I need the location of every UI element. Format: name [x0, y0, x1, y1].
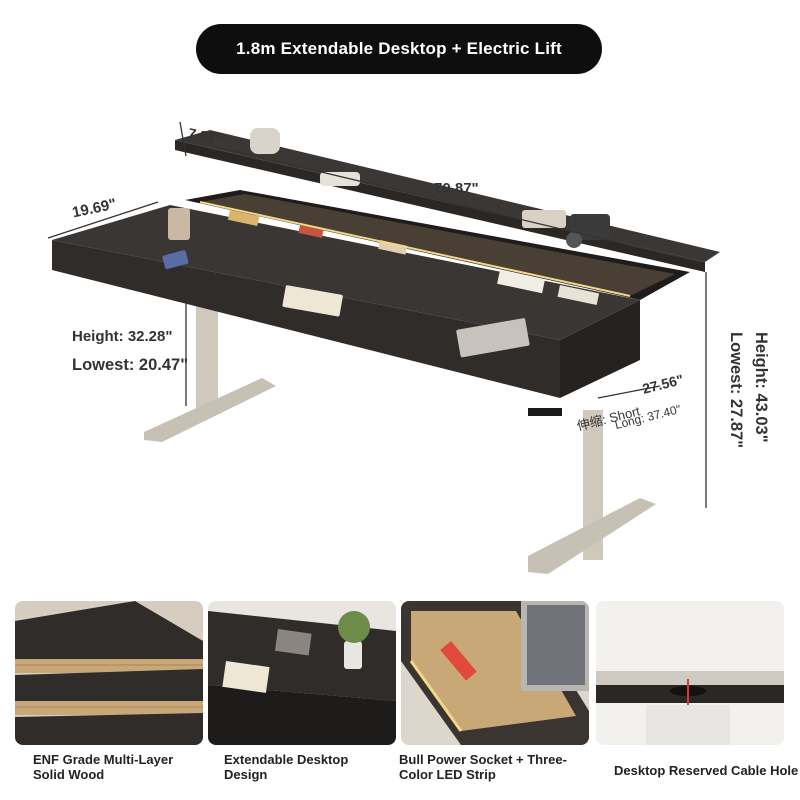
- total-height-label: Height: 43.03": [752, 332, 770, 443]
- lift-lowest-label: Lowest: 20.47": [72, 356, 189, 374]
- feature-image-plywood: [15, 601, 203, 745]
- total-lowest-label: Lowest: 27.87": [727, 332, 745, 449]
- feature-caption-power-socket: Bull Power Socket + Three-Color LED Stri…: [399, 752, 567, 782]
- dimension-lines: [47, 121, 707, 508]
- desk-illustration: [47, 121, 720, 574]
- extended-desk-icon: [208, 601, 396, 745]
- right-leg: [528, 410, 656, 574]
- desk-items: [162, 208, 562, 416]
- cable-hole-icon: [596, 601, 784, 745]
- feature-image-extendable: [208, 601, 396, 745]
- feature-image-cable-hole: [596, 601, 784, 745]
- feature-caption-extendable: Extendable Desktop Design: [224, 752, 349, 782]
- lift-height-label: Height: 32.28": [72, 328, 173, 345]
- desk-top: [52, 190, 690, 398]
- title-banner: 1.8m Extendable Desktop + Electric Lift: [196, 24, 602, 74]
- left-leg: [144, 300, 276, 442]
- power-socket-led-icon: [401, 601, 589, 745]
- feature-caption-cable-hole: Desktop Reserved Cable Hole: [614, 763, 799, 778]
- title-text: 1.8m Extendable Desktop + Electric Lift: [236, 39, 562, 58]
- riser-shelf: [175, 128, 720, 272]
- feature-image-power-socket: [401, 601, 589, 745]
- plywood-layers-icon: [15, 601, 203, 745]
- feature-caption-plywood: ENF Grade Multi-Layer Solid Wood: [33, 752, 174, 782]
- width-label: 70.87": [434, 180, 479, 197]
